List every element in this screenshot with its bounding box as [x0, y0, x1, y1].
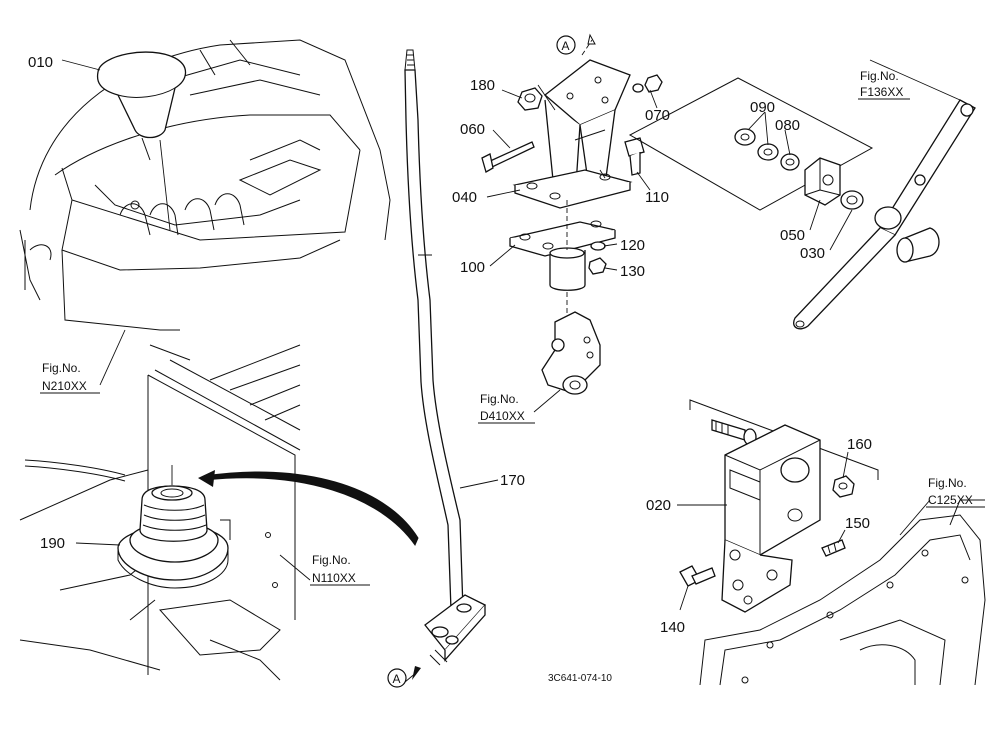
label-100: 100 [460, 259, 485, 276]
view-marker-bottom: A [387, 668, 407, 688]
label-160: 160 [847, 436, 872, 453]
part-labels: 010 020 030 040 050 060 070 080 090 100 … [28, 54, 872, 636]
rubber-boot-190 [117, 465, 229, 589]
svg-text:A: A [562, 39, 570, 53]
label-060: 060 [460, 121, 485, 138]
cabin-floor-drawing [19, 39, 391, 331]
assembly-arrow [204, 471, 419, 547]
bracket-assembly [481, 33, 663, 395]
svg-text:Fig.No.: Fig.No. [860, 69, 899, 83]
svg-text:Fig.No.: Fig.No. [928, 476, 967, 490]
label-030: 030 [800, 245, 825, 262]
label-020: 020 [646, 497, 671, 514]
label-140: 140 [660, 619, 685, 636]
label-110: 110 [645, 189, 669, 206]
fig-ref-n110: Fig.No. N110XX [310, 553, 370, 586]
shift-arm-assembly [628, 59, 976, 330]
fig-ref-n210: Fig.No. N210XX [40, 361, 100, 394]
shift-housing-020 [679, 399, 986, 686]
svg-text:D410XX: D410XX [480, 409, 525, 423]
label-040: 040 [452, 189, 477, 206]
label-170: 170 [500, 472, 525, 489]
label-080: 080 [775, 117, 800, 134]
svg-text:Fig.No.: Fig.No. [42, 361, 81, 375]
label-050: 050 [780, 227, 805, 244]
svg-text:A: A [393, 672, 401, 686]
label-190: 190 [40, 535, 65, 552]
fig-ref-f136: Fig.No. F136XX [858, 69, 910, 100]
frame-and-boot-drawing [19, 344, 419, 681]
fig-ref-c125: Fig.No. C125XX [926, 476, 985, 508]
label-070: 070 [645, 107, 670, 124]
svg-text:C125XX: C125XX [928, 493, 973, 507]
svg-text:Fig.No.: Fig.No. [480, 392, 519, 406]
label-180: 180 [470, 77, 495, 94]
gear-knob-010 [96, 51, 187, 139]
label-090: 090 [750, 99, 775, 116]
label-130: 130 [620, 263, 645, 280]
view-marker-top: A [556, 35, 576, 55]
leader-lines [61, 59, 931, 611]
svg-text:F136XX: F136XX [860, 85, 903, 99]
label-010: 010 [28, 54, 53, 71]
label-150: 150 [845, 515, 870, 532]
fig-ref-d410: Fig.No. D410XX [478, 392, 535, 424]
svg-text:Fig.No.: Fig.No. [312, 553, 351, 567]
drawing-code: 3C641-074-10 [548, 673, 612, 684]
gear-lever-rod-170 [404, 49, 487, 683]
svg-text:N210XX: N210XX [42, 379, 87, 393]
figure-references: Fig.No. F136XX Fig.No. N210XX Fig.No. D4… [40, 69, 985, 586]
svg-text:N110XX: N110XX [312, 571, 356, 585]
label-120: 120 [620, 237, 645, 254]
